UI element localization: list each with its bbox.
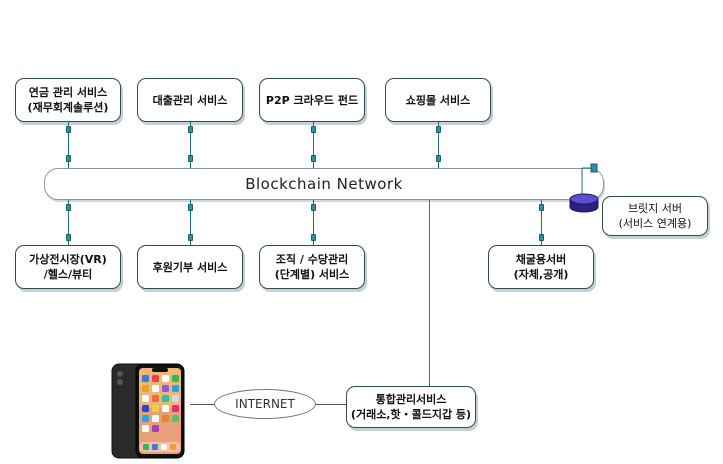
service-sublabel: /헬스/뷰티 [43,268,93,281]
connector-plug [311,234,316,241]
smartphone-icon [111,363,185,459]
service-box-p2p: P2P 크라우드 펀드 [259,78,365,122]
connector-plug [188,126,193,133]
service-label: 조직 / 수당관리 [275,253,349,266]
blockchain-network-bar: Blockchain Network [44,168,604,200]
service-box-organization: 조직 / 수당관리 (단계별) 서비스 [259,245,365,289]
integrated-service-label: 통합관리서비스 [375,393,447,406]
connector-line [313,200,314,245]
connector-line [68,200,69,245]
connector-plug [311,155,316,162]
connector-plug [436,126,441,133]
internet-cloud: INTERNET [214,389,316,419]
service-box-donation: 후원기부 서비스 [137,245,243,289]
service-label: 채굴용서버 [515,253,567,266]
connector-plug [188,204,193,211]
connector-plug [539,234,544,241]
service-box-mining-server: 채굴용서버 (자체,공개) [488,245,594,289]
network-label: Blockchain Network [245,175,403,193]
service-label: 가상전시장(VR) [29,253,107,266]
service-box-loan: 대출관리 서비스 [137,78,243,122]
service-box-shopping: 쇼핑몰 서비스 [385,78,491,122]
bridge-server-sublabel: (서비스 연계용) [618,217,692,230]
service-sublabel: (자체,공개) [513,268,569,281]
service-box-vr-exhibition: 가상전시장(VR) /헬스/뷰티 [15,245,121,289]
connector-plug [188,234,193,241]
database-disk-icon [569,193,599,213]
connector-plug [311,126,316,133]
service-label: 후원기부 서비스 [152,260,228,274]
connector-plug [66,155,71,162]
service-label: 연금 관리 서비스 [28,86,108,99]
connector-line [313,122,314,168]
link-line [316,404,346,405]
connector-plug [66,204,71,211]
connector-line [190,122,191,168]
connector-plug [66,234,71,241]
connector-line [438,122,439,168]
connector-line [190,200,191,245]
service-sublabel: (단계별) 서비스 [274,268,350,281]
link-line [190,404,214,405]
integration-line [429,200,430,386]
bridge-server-box: 브릿지 서버 (서비스 연계용) [602,196,708,236]
integrated-service-sublabel: (거래소,핫・콜드지갑 등) [350,408,472,421]
connector-plug [188,155,193,162]
connector-line [68,122,69,168]
bridge-connector [581,163,598,194]
service-label: P2P 크라우드 펀드 [265,93,359,107]
connector-line [541,200,542,245]
service-box-pension: 연금 관리 서비스 (재무회계솔루션) [15,78,121,122]
connector-plug [66,126,71,133]
service-label: 쇼핑몰 서비스 [405,93,471,107]
connector-plug [311,204,316,211]
connector-plug [539,204,544,211]
service-sublabel: (재무회계솔루션) [27,101,109,114]
integrated-service-box: 통합관리서비스 (거래소,핫・콜드지갑 등) [346,386,476,428]
service-label: 대출관리 서비스 [152,93,228,107]
internet-label: INTERNET [235,397,295,411]
bridge-server-label: 브릿지 서버 [627,202,683,215]
connector-plug [436,155,441,162]
